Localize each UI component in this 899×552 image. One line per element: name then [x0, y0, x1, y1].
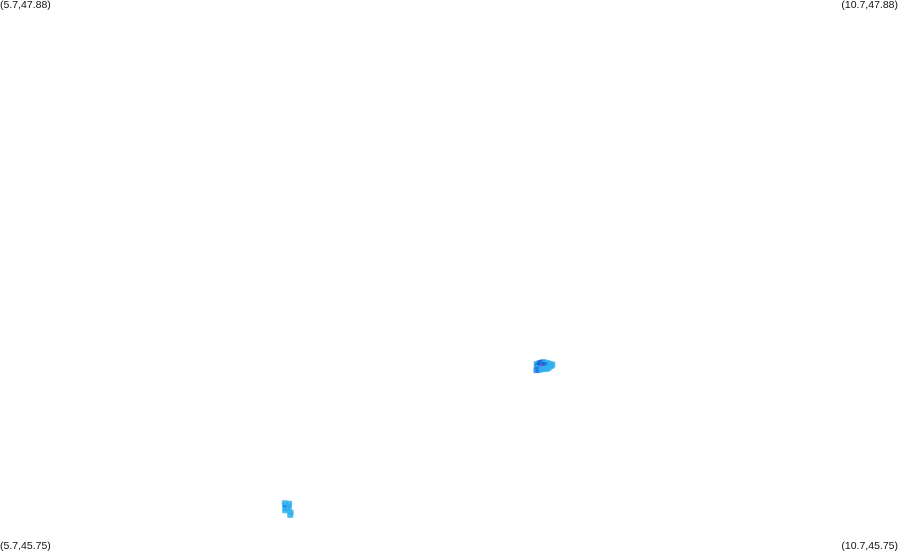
top-left-coordinate: (5.7,47.88)	[0, 0, 51, 11]
map-marker[interactable]	[548, 362, 555, 369]
bottom-left-coordinate: (5.7,45.75)	[0, 540, 51, 552]
map-marker[interactable]	[282, 507, 289, 514]
map-marker[interactable]	[287, 511, 294, 518]
east-cluster	[533, 359, 556, 374]
top-right-coordinate: (10.7,47.88)	[841, 0, 898, 11]
south-cluster	[281, 500, 294, 518]
bottom-right-coordinate: (10.7,45.75)	[841, 540, 898, 552]
